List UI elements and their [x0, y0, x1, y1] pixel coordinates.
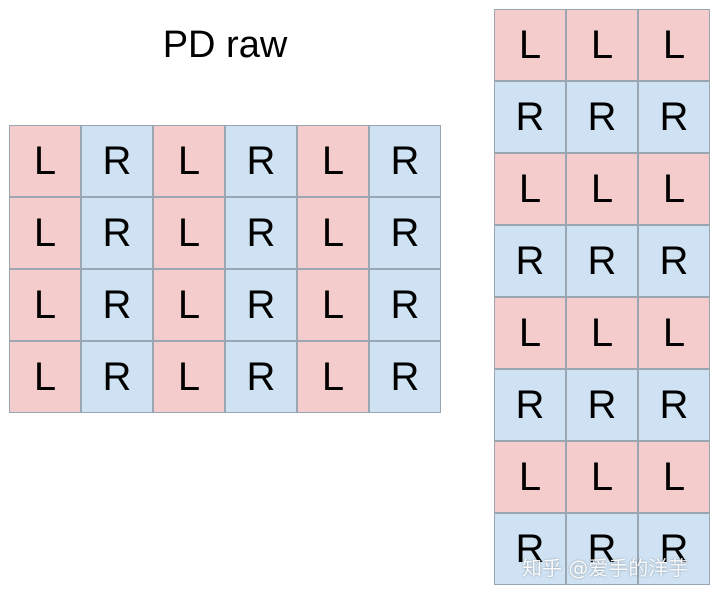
- watermark: 知乎 @爱手的洋芋: [522, 556, 689, 580]
- grid-cell-right: R: [638, 225, 710, 297]
- grid-cell-left: L: [153, 269, 225, 341]
- grid-cell-right: R: [566, 513, 638, 585]
- grid-cell-right: R: [369, 197, 441, 269]
- grid-cell-right: R: [566, 81, 638, 153]
- grid-cell-right: R: [369, 125, 441, 197]
- grid-cell-right: R: [638, 513, 710, 585]
- grid-cell-right: R: [225, 341, 297, 413]
- grid-cell-right: R: [494, 369, 566, 441]
- grid-cell-left: L: [494, 9, 566, 81]
- grid-cell-left: L: [494, 297, 566, 369]
- grid-cell-right: R: [638, 369, 710, 441]
- grid-cell-right: R: [81, 269, 153, 341]
- grid-cell-left: L: [9, 197, 81, 269]
- grid-cell-right: R: [566, 369, 638, 441]
- grid-cell-left: L: [638, 297, 710, 369]
- grid-cell-left: L: [638, 441, 710, 513]
- grid-cell-right: R: [225, 269, 297, 341]
- grid-cell-left: L: [297, 269, 369, 341]
- grid-cell-left: L: [153, 197, 225, 269]
- grid-cell-right: R: [566, 225, 638, 297]
- diagram-title: PD raw: [162, 24, 288, 66]
- grid-cell-right: R: [81, 341, 153, 413]
- grid-cell-left: L: [494, 153, 566, 225]
- grid-cell-left: L: [638, 9, 710, 81]
- grid-cell-right: R: [81, 125, 153, 197]
- grid-cell-left: L: [9, 125, 81, 197]
- grid-cell-right: R: [225, 125, 297, 197]
- grid-cell-left: L: [153, 125, 225, 197]
- grid-cell-left: L: [9, 269, 81, 341]
- grid-cell-left: L: [297, 341, 369, 413]
- grid-cell-left: L: [566, 297, 638, 369]
- grid-cell-right: R: [494, 513, 566, 585]
- grid-cell-left: L: [9, 341, 81, 413]
- grid-cell-left: L: [566, 9, 638, 81]
- grid-cell-right: R: [225, 197, 297, 269]
- grid-cell-right: R: [494, 81, 566, 153]
- grid-cell-left: L: [297, 125, 369, 197]
- grid-cell-right: R: [494, 225, 566, 297]
- grid-cell-right: R: [638, 81, 710, 153]
- grid-cell-left: L: [153, 341, 225, 413]
- grid-cell-left: L: [566, 153, 638, 225]
- grid-cell-right: R: [81, 197, 153, 269]
- grid-cell-right: R: [369, 269, 441, 341]
- grid-cell-left: L: [566, 441, 638, 513]
- grid-cell-left: L: [638, 153, 710, 225]
- grid-cell-right: R: [369, 341, 441, 413]
- grid-cell-left: L: [494, 441, 566, 513]
- grid-cell-left: L: [297, 197, 369, 269]
